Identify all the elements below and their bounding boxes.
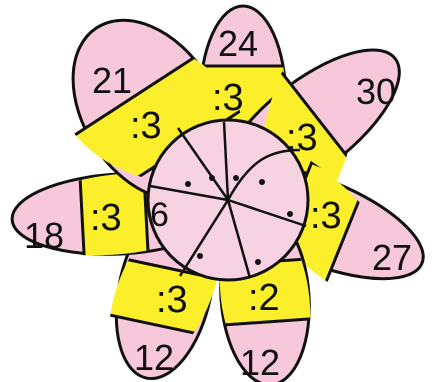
petal-upper-left-operation: :3 bbox=[130, 105, 162, 147]
petal-top-number: 24 bbox=[218, 23, 258, 64]
petal-left-answer: 6 bbox=[150, 196, 169, 234]
petal-right-operation: :3 bbox=[310, 195, 342, 237]
petal-lower-left-operation: :3 bbox=[156, 279, 188, 321]
petal-lower-right-operation: :2 bbox=[248, 277, 280, 319]
petal-top-operation: :3 bbox=[212, 77, 244, 119]
petal-upper-left-number: 21 bbox=[92, 60, 132, 101]
flower-center bbox=[148, 120, 308, 280]
petal-lower-right-number: 12 bbox=[240, 342, 280, 382]
petal-upper-right-number: 30 bbox=[356, 71, 396, 112]
petal-upper-right-operation: :3 bbox=[286, 117, 318, 159]
petal-right-number: 27 bbox=[372, 237, 412, 278]
petal-left-number: 18 bbox=[24, 215, 64, 256]
petal-lower-left-number: 12 bbox=[134, 337, 174, 378]
petal-left-operation: :3 bbox=[90, 197, 122, 239]
